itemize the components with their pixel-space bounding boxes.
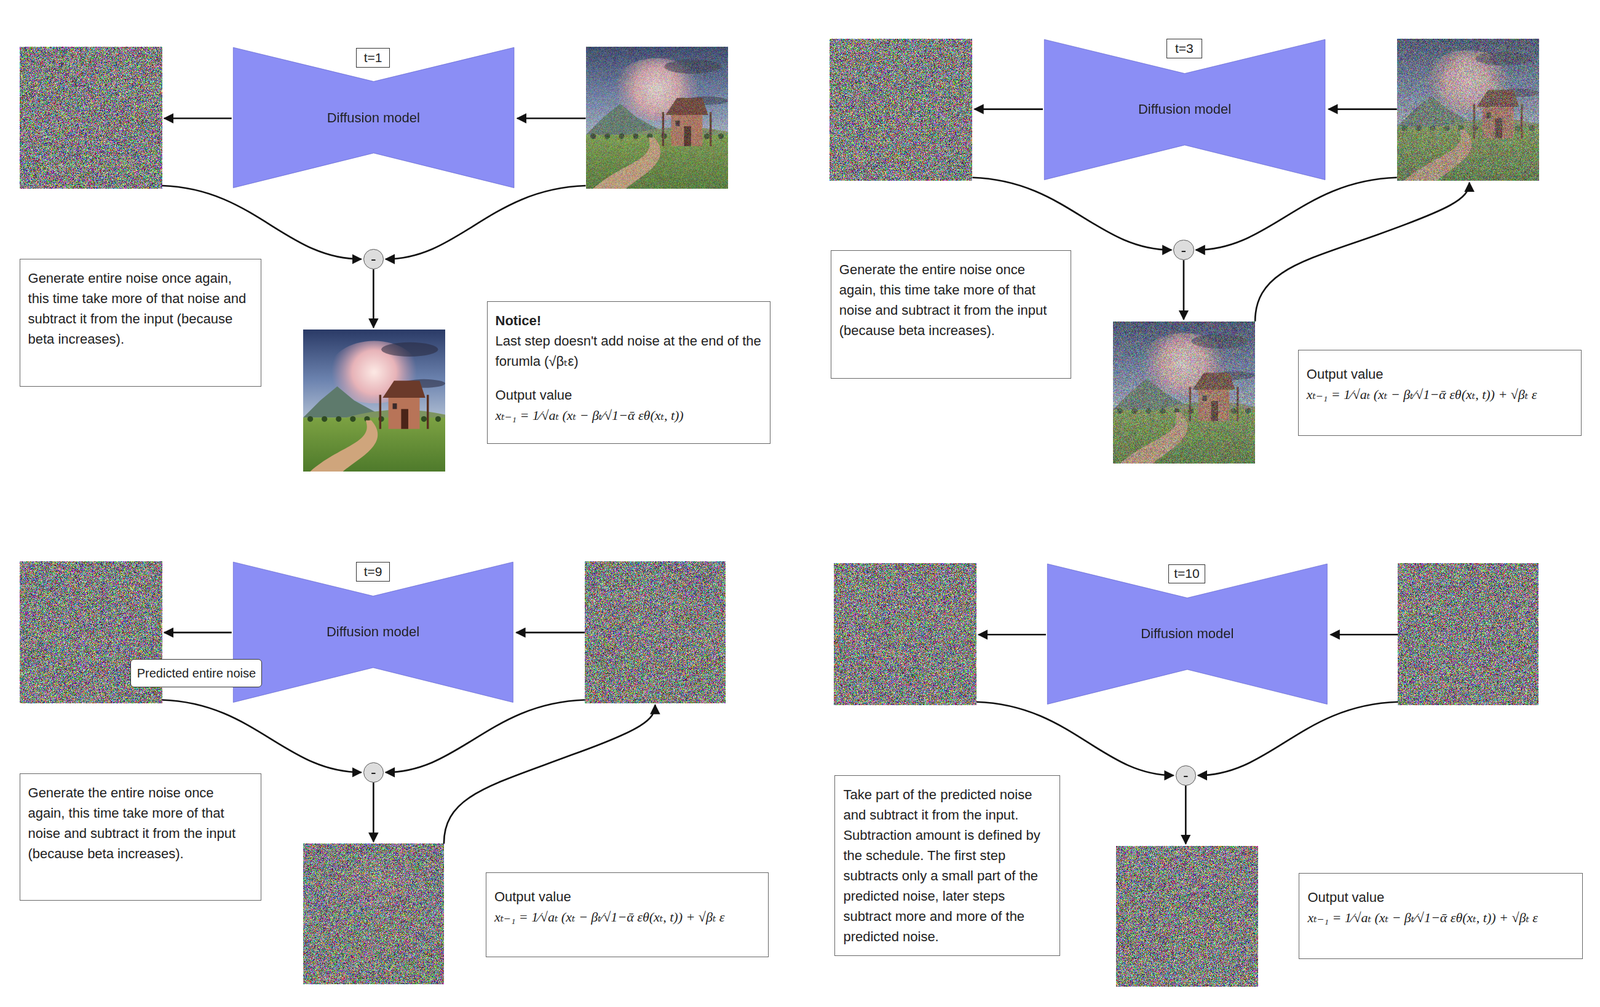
subtract-node: - xyxy=(363,249,384,270)
input-arrow xyxy=(1328,108,1398,111)
node-label: - xyxy=(1183,767,1189,784)
diffusion-model: Diffusion model xyxy=(1045,563,1329,706)
text-box: Output valuexₜ₋₁ = 1⁄√aₜ (xₜ − βₜ⁄√1−ᾱ ε… xyxy=(1298,349,1582,436)
formula-text: xₜ₋₁ = 1⁄√aₜ (xₜ − βₜ⁄√1−ᾱ εθ(xₜ, t)) xyxy=(495,405,762,426)
input-wire xyxy=(1196,177,1398,251)
formula-text: xₜ₋₁ = 1⁄√aₜ (xₜ − βₜ⁄√1−ᾱ εθ(xₜ, t)) + … xyxy=(1306,384,1573,405)
noise-image xyxy=(1116,846,1259,987)
text-box: Output valuexₜ₋₁ = 1⁄√aₜ (xₜ − βₜ⁄√1−ᾱ ε… xyxy=(1298,873,1583,959)
noisy-landscape-image xyxy=(584,561,726,704)
bowtie-outline xyxy=(233,562,513,703)
body-text: Output value xyxy=(495,384,762,406)
body-text: Generate the entire noise once again, th… xyxy=(28,782,253,864)
text-box: Output valuexₜ₋₁ = 1⁄√aₜ (xₜ − βₜ⁄√1−ᾱ ε… xyxy=(485,872,769,958)
result-arrow xyxy=(1184,785,1187,845)
output-arrow xyxy=(164,632,232,634)
subtract-node: - xyxy=(363,762,384,783)
output-arrow xyxy=(978,633,1046,636)
bowtie-outline xyxy=(1044,39,1326,180)
noisy-landscape-image xyxy=(303,329,446,472)
input-wire xyxy=(1197,702,1398,776)
body-text: Output value xyxy=(1306,359,1573,385)
subtract-node: - xyxy=(1173,239,1194,261)
diffusion-model: Diffusion model xyxy=(231,561,515,704)
node-label: t=1 xyxy=(364,50,383,66)
noise-image xyxy=(833,563,977,706)
formula-text: xₜ₋₁ = 1⁄√aₜ (xₜ − βₜ⁄√1−ᾱ εθ(xₜ, t)) + … xyxy=(1307,907,1574,928)
text-box: Generate entire noise once again, this t… xyxy=(19,258,262,387)
node-label: Predicted entire noise xyxy=(137,666,256,681)
input-arrow xyxy=(517,117,586,120)
result-arrow xyxy=(372,782,375,842)
node-label: t=9 xyxy=(364,564,383,580)
step-label: t=9 xyxy=(356,562,390,582)
node-label: Diffusion model xyxy=(326,624,420,641)
bowtie-outline xyxy=(1047,563,1327,705)
text-box: Notice!Last step doesn't add noise at th… xyxy=(487,301,771,444)
body-text: Generate the entire noise once again, th… xyxy=(839,259,1064,341)
bowtie-outline xyxy=(233,47,515,188)
result-arrow xyxy=(1183,260,1185,320)
node-label: - xyxy=(1181,242,1187,259)
node-label: - xyxy=(370,764,377,781)
body-text: Last step doesn't add noise at the end o… xyxy=(495,330,762,372)
noisy-landscape-image xyxy=(586,46,729,189)
noisy-landscape-image xyxy=(1397,38,1540,181)
noisy-landscape-image xyxy=(1112,321,1256,464)
noisy-landscape-image xyxy=(303,843,444,985)
diffusion-model: Diffusion model xyxy=(1042,38,1327,181)
noise-image xyxy=(1397,563,1539,706)
step-label: t=1 xyxy=(356,47,390,68)
step-label: t=3 xyxy=(1166,38,1203,59)
node-label: t=10 xyxy=(1173,566,1200,582)
node-label: t=3 xyxy=(1175,41,1194,56)
feedback-arrow xyxy=(1255,182,1470,322)
noise-image xyxy=(829,38,973,181)
node-label: Diffusion model xyxy=(327,110,420,127)
node-label: - xyxy=(370,250,377,267)
feedback-arrow xyxy=(443,705,656,845)
input-wire xyxy=(385,185,586,259)
result-arrow xyxy=(372,269,375,328)
text-box: Generate the entire noise once again, th… xyxy=(19,773,262,901)
formula-text: xₜ₋₁ = 1⁄√aₜ (xₜ − βₜ⁄√1−ᾱ εθ(xₜ, t)) + … xyxy=(494,906,761,928)
text-box: Generate the entire noise once again, th… xyxy=(830,250,1072,379)
noise-wire xyxy=(162,699,362,773)
noise-wire xyxy=(976,702,1174,776)
body-text: Generate entire noise once again, this t… xyxy=(28,268,253,350)
output-arrow xyxy=(164,117,232,120)
subtract-node: - xyxy=(1175,765,1197,786)
noise-wire xyxy=(972,177,1172,251)
body-text: Output value xyxy=(1307,882,1574,908)
step-label: t=10 xyxy=(1168,564,1206,585)
text-box: Take part of the predicted noise and sub… xyxy=(834,775,1061,957)
noise-wire xyxy=(162,185,362,259)
node-label: Diffusion model xyxy=(1138,101,1232,118)
input-arrow xyxy=(1330,633,1399,636)
output-arrow xyxy=(974,108,1043,111)
heading-text: Notice! xyxy=(495,310,762,331)
diffusion-model: Diffusion model xyxy=(231,46,516,189)
input-arrow xyxy=(516,632,585,634)
body-text: Take part of the predicted noise and sub… xyxy=(843,784,1052,947)
noise-image xyxy=(19,46,163,189)
body-text: Output value xyxy=(494,881,761,907)
node-label: Diffusion model xyxy=(1140,625,1234,642)
callout-label: Predicted entire noise xyxy=(130,659,262,688)
input-wire xyxy=(385,699,585,773)
